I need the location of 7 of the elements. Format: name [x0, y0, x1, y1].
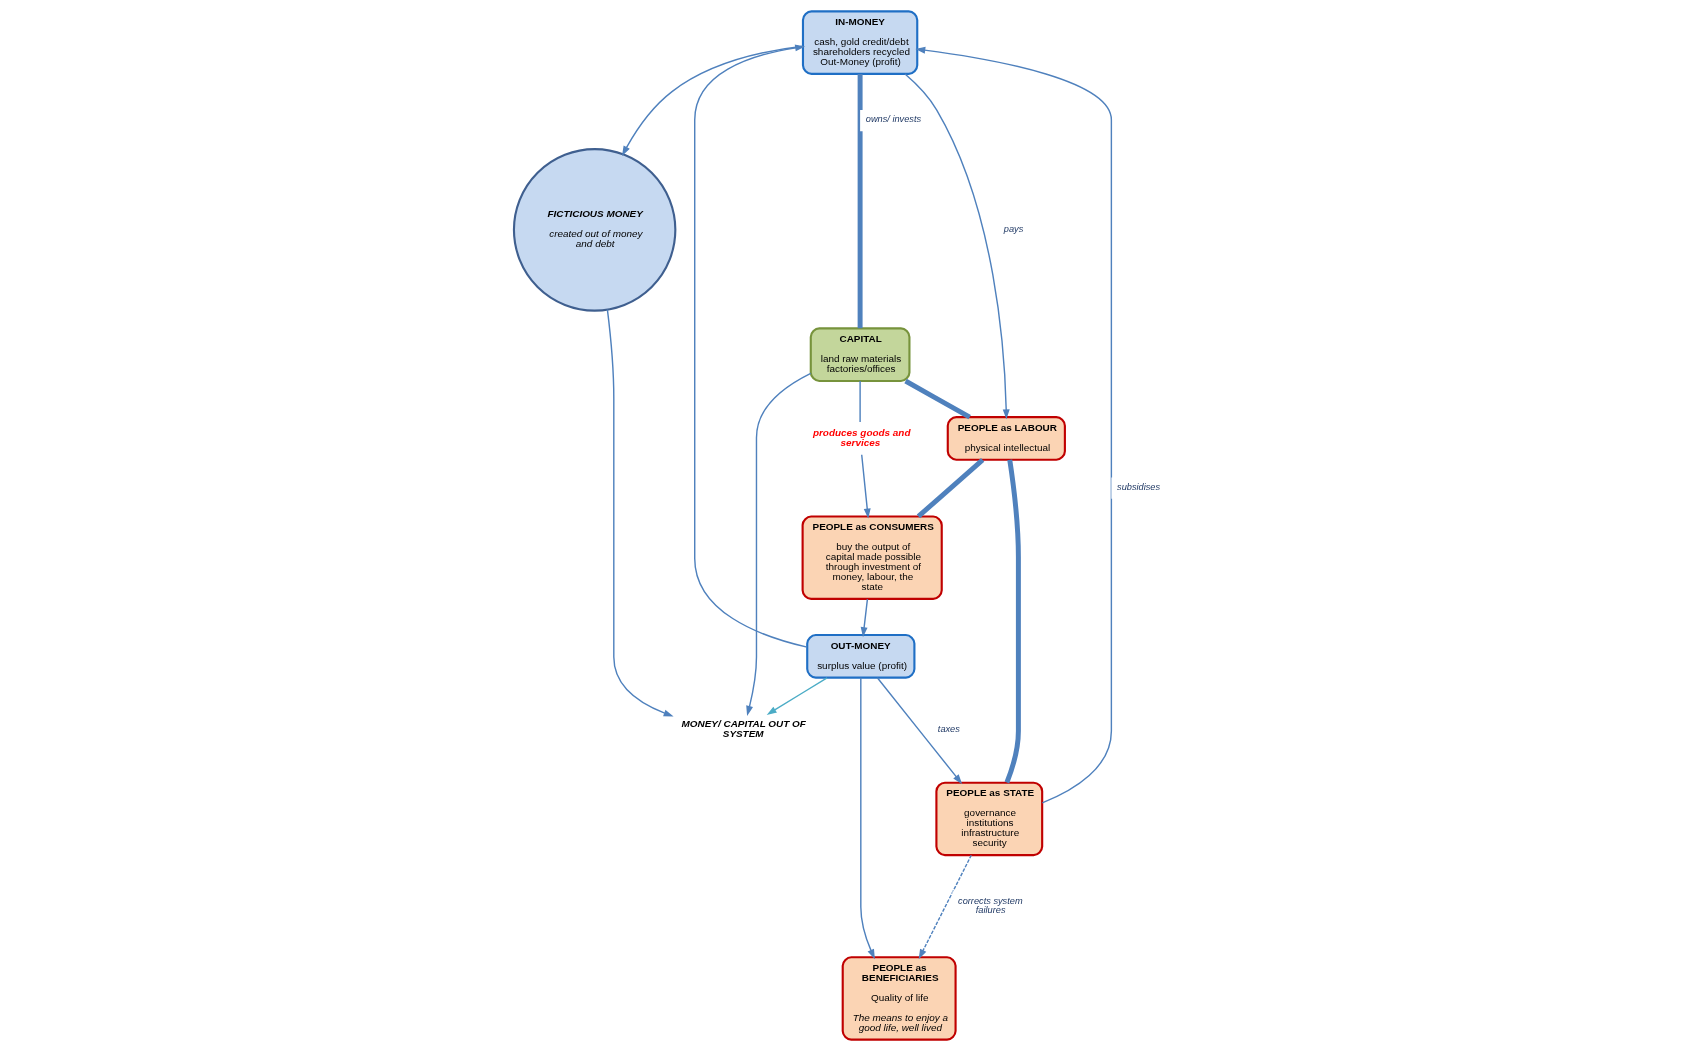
edge-label: pays	[1003, 223, 1023, 234]
node-text: MONEY/ CAPITAL OUT OF SYSTEM	[681, 718, 806, 740]
edge-label: taxes	[937, 723, 960, 734]
edge-label: corrects system failures	[957, 895, 1023, 915]
node-text: produces goods and services	[812, 426, 910, 448]
edge-label: owns/ invests	[865, 114, 921, 125]
edge-label: subsidises	[1116, 481, 1160, 492]
